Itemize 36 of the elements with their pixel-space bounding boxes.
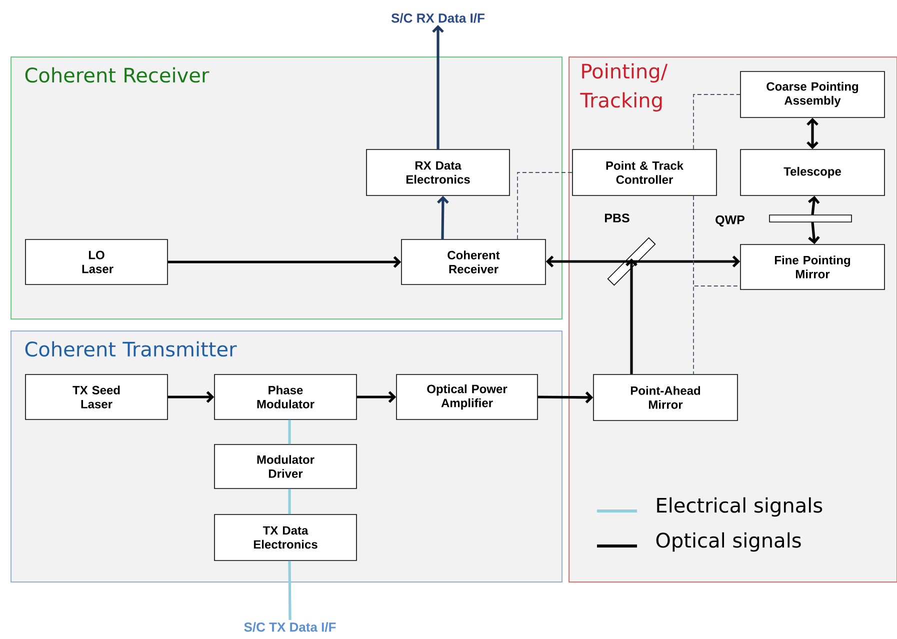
arrow	[808, 222, 820, 244]
interface-label: S/C RX Data I/F	[391, 13, 484, 23]
process-box: Coarse Pointing Assembly	[740, 71, 885, 118]
arrow	[437, 196, 449, 240]
process-box: Coherent Receiver	[401, 239, 546, 285]
arrow	[432, 25, 444, 150]
arrow	[538, 392, 594, 404]
process-box: RX Data Electronics	[366, 149, 510, 196]
interface-label: S/C TX Data I/F	[244, 622, 336, 632]
process-box: Modulator Driver	[214, 444, 357, 489]
arrow	[626, 258, 638, 374]
process-box: Telescope	[740, 149, 885, 196]
beside-label: QWP	[716, 215, 744, 227]
connector-line	[517, 172, 573, 240]
process-box: LO Laser	[25, 239, 168, 285]
beside-label: PBS	[604, 214, 630, 222]
process-box: Optical Power Amplifier	[396, 374, 538, 420]
process-box: TX Seed Laser	[25, 374, 168, 420]
legend-text: Electrical signals	[657, 497, 822, 517]
arrow	[168, 256, 402, 268]
arrow	[546, 256, 632, 268]
arrow	[808, 196, 820, 215]
arrow	[632, 256, 740, 268]
connector-line	[288, 560, 292, 620]
process-box: Point-Ahead Mirror	[593, 374, 738, 421]
arrow	[168, 391, 214, 403]
arrow	[356, 391, 396, 403]
process-box: Fine Pointing Mirror	[740, 244, 885, 290]
process-box: TX Data Electronics	[214, 514, 357, 561]
connector-line	[288, 420, 291, 444]
legend-text: Optical signals	[656, 532, 801, 552]
process-box: Phase Modulator	[214, 374, 357, 420]
connector-line	[693, 94, 741, 150]
connector-line	[288, 488, 291, 514]
arrow	[806, 118, 818, 150]
process-box: Point & Track Controller	[572, 149, 717, 196]
